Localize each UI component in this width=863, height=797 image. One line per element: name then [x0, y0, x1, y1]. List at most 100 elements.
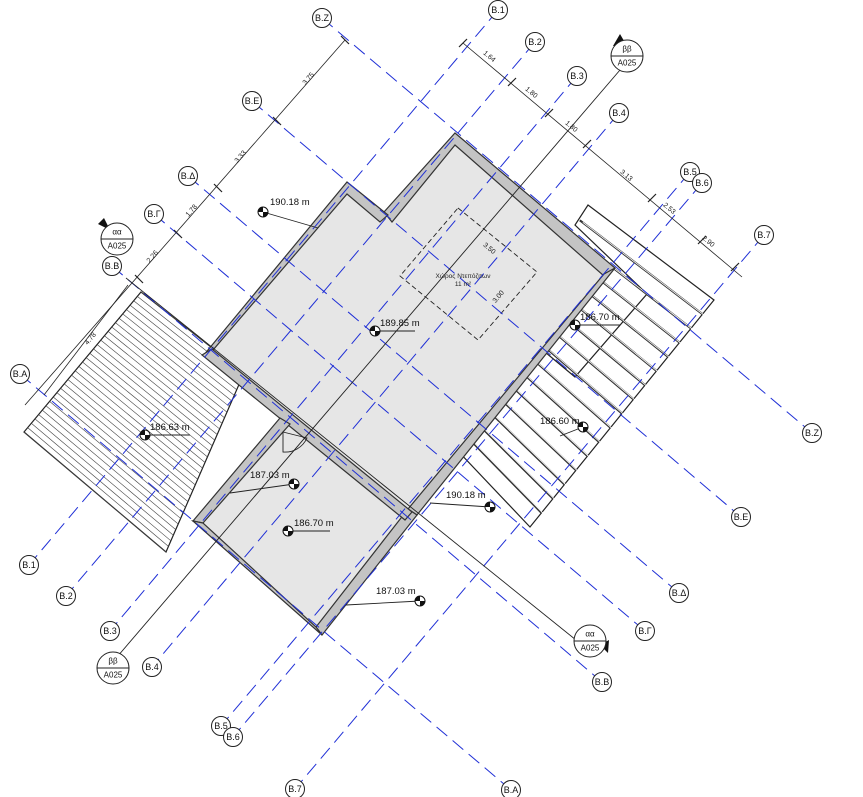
grid-bubble-label: Β.3 [570, 71, 584, 81]
grid-bubble: Β.1 [488, 0, 508, 20]
room-area: 11 m² [455, 281, 472, 288]
grid-axis-line [153, 213, 646, 632]
dim-top-6: 2.90 [700, 235, 715, 249]
grid-axis-line [251, 100, 742, 518]
level-marker: 187.03 m [345, 586, 426, 607]
level-markers: 190.18 m 189.85 m 186.70 m 186.63 m 186.60 m… [139, 197, 620, 607]
grid-bubble-label: Β.Δ [672, 588, 687, 598]
grid-bubble-label: Β.Β [595, 677, 610, 687]
grid-axis-line [19, 373, 512, 791]
grid-bubble-label: Β.2 [59, 591, 73, 601]
grid-bubble: Β.Α [10, 364, 30, 384]
section-marker-bb-top: ββ A025 [610, 34, 644, 73]
grid-bubble: Β.Δ [178, 166, 198, 186]
grid-bubble: Β.Γ [144, 204, 164, 224]
right-deck [456, 204, 715, 528]
level-marker: 186.63 m [139, 422, 190, 441]
grid-bubble: Β.3 [567, 66, 587, 86]
section-sheet: A025 [618, 59, 637, 68]
reference-lines [116, 69, 621, 658]
level-value: 186.70 m [294, 518, 334, 529]
level-value: 186.60 m [540, 416, 580, 427]
section-marker-bb-bottom: ββ A025 [96, 651, 130, 685]
section-marker-aa-left: αα A025 [98, 218, 134, 256]
storage-room-outline [399, 207, 538, 341]
grid-bubble: Β.3 [100, 621, 120, 641]
grid-bubble-label: Β.Ζ [315, 13, 330, 23]
room-name: Χώρος Ντεπόζιτων [436, 272, 491, 280]
grid-bubble: Β.4 [142, 657, 162, 677]
grid-bubble-label: Β.Β [105, 261, 120, 271]
dim-top-2: 1.80 [523, 86, 538, 100]
grid-axis-line [111, 265, 603, 683]
grid-bubble-label: Β.5 [214, 721, 228, 731]
left-terrace [23, 291, 245, 553]
grid-bubble: Β.Α [501, 780, 521, 797]
grid-bubble-label: Β.Γ [638, 626, 652, 636]
grid-bubble: Β.6 [223, 727, 243, 747]
grid-bubble: Β.6 [692, 173, 712, 193]
level-value: 186.63 m [150, 422, 190, 433]
dim-top-5: 2.53 [661, 202, 676, 216]
dim-left-4: 2.26 [146, 249, 160, 264]
grid-bubble-label: Β.Γ [147, 209, 161, 219]
level-marker: 186.70 m [569, 312, 620, 331]
grid-bubbles: Β.ΖΒ.ΕΒ.ΔΒ.ΓΒ.ΒΒ.ΑΒ.1Β.2Β.3Β.4Β.5Β.6Β.7Β… [10, 0, 822, 797]
grid-axis-line [232, 182, 703, 738]
level-value: 186.70 m [580, 312, 620, 323]
grid-bubble: Β.Γ [635, 621, 655, 641]
room-label: Χώρος Ντεπόζιτων 11 m² [436, 272, 491, 288]
level-marker: 186.60 m [540, 416, 589, 437]
grid-bubble-label: Β.6 [226, 732, 240, 742]
section-mark: ββ [108, 657, 118, 666]
building-floor [194, 133, 615, 632]
grid-bubble-label: Β.Ε [734, 512, 749, 522]
section-mark: αα [585, 630, 595, 639]
section-sheet: A025 [581, 644, 600, 653]
grid-bubble-label: Β.Ε [245, 96, 260, 106]
grid-bubble: Β.Β [102, 256, 122, 276]
level-marker: 190.18 m [429, 490, 496, 513]
grid-axis-line [294, 234, 765, 790]
grid-bubble-label: Β.2 [528, 37, 542, 47]
grid-bubble: Β.Ζ [312, 8, 332, 28]
dim-top-4: 3.13 [618, 169, 633, 183]
section-sheet: A025 [108, 242, 127, 251]
level-value: 187.03 m [376, 586, 416, 597]
grid-bubble: Β.Δ [669, 583, 689, 603]
grid-bubble: Β.2 [56, 586, 76, 606]
grid-bubble-label: Β.1 [491, 5, 505, 15]
grid-axis-line [321, 17, 813, 434]
grid-axis-line [28, 9, 499, 566]
grid-axis-line [187, 175, 680, 594]
level-value: 190.18 m [446, 490, 486, 501]
grid-bubble-label: Β.3 [103, 626, 117, 636]
grid-bubble: Β.Ε [242, 91, 262, 111]
grid-axis-line [151, 112, 620, 668]
dim-left-3: 1.78 [185, 203, 199, 218]
grid-axis-line [109, 75, 578, 632]
walls [190, 132, 616, 636]
level-marker: 190.18 m [257, 197, 319, 229]
grid-bubble-label: Β.7 [757, 230, 771, 240]
grid-bubble: Β.7 [754, 225, 774, 245]
grid-bubble-label: Β.7 [288, 784, 302, 794]
section-sheet: A025 [104, 671, 123, 680]
grid-bubble-label: Β.4 [612, 108, 626, 118]
dim-top-1: 1.64 [481, 50, 496, 64]
grid-bubble-label: Β.Ζ [805, 428, 820, 438]
level-marker: 186.70 m [282, 518, 334, 537]
grid-bubble-label: Β.6 [695, 178, 709, 188]
section-mark: αα [112, 228, 122, 237]
grid-bubble-label: Β.Α [504, 785, 519, 795]
grid-axes [19, 9, 813, 791]
level-marker: 189.85 m [369, 318, 420, 337]
level-value: 189.85 m [380, 318, 420, 329]
grid-bubble-label: Β.Α [13, 369, 28, 379]
level-value: 190.18 m [270, 197, 310, 208]
grid-bubble: Β.Β [592, 672, 612, 692]
dim-left-2: 3.33 [234, 149, 248, 164]
grid-axis-line [65, 41, 536, 597]
grid-bubble: Β.Ε [731, 507, 751, 527]
